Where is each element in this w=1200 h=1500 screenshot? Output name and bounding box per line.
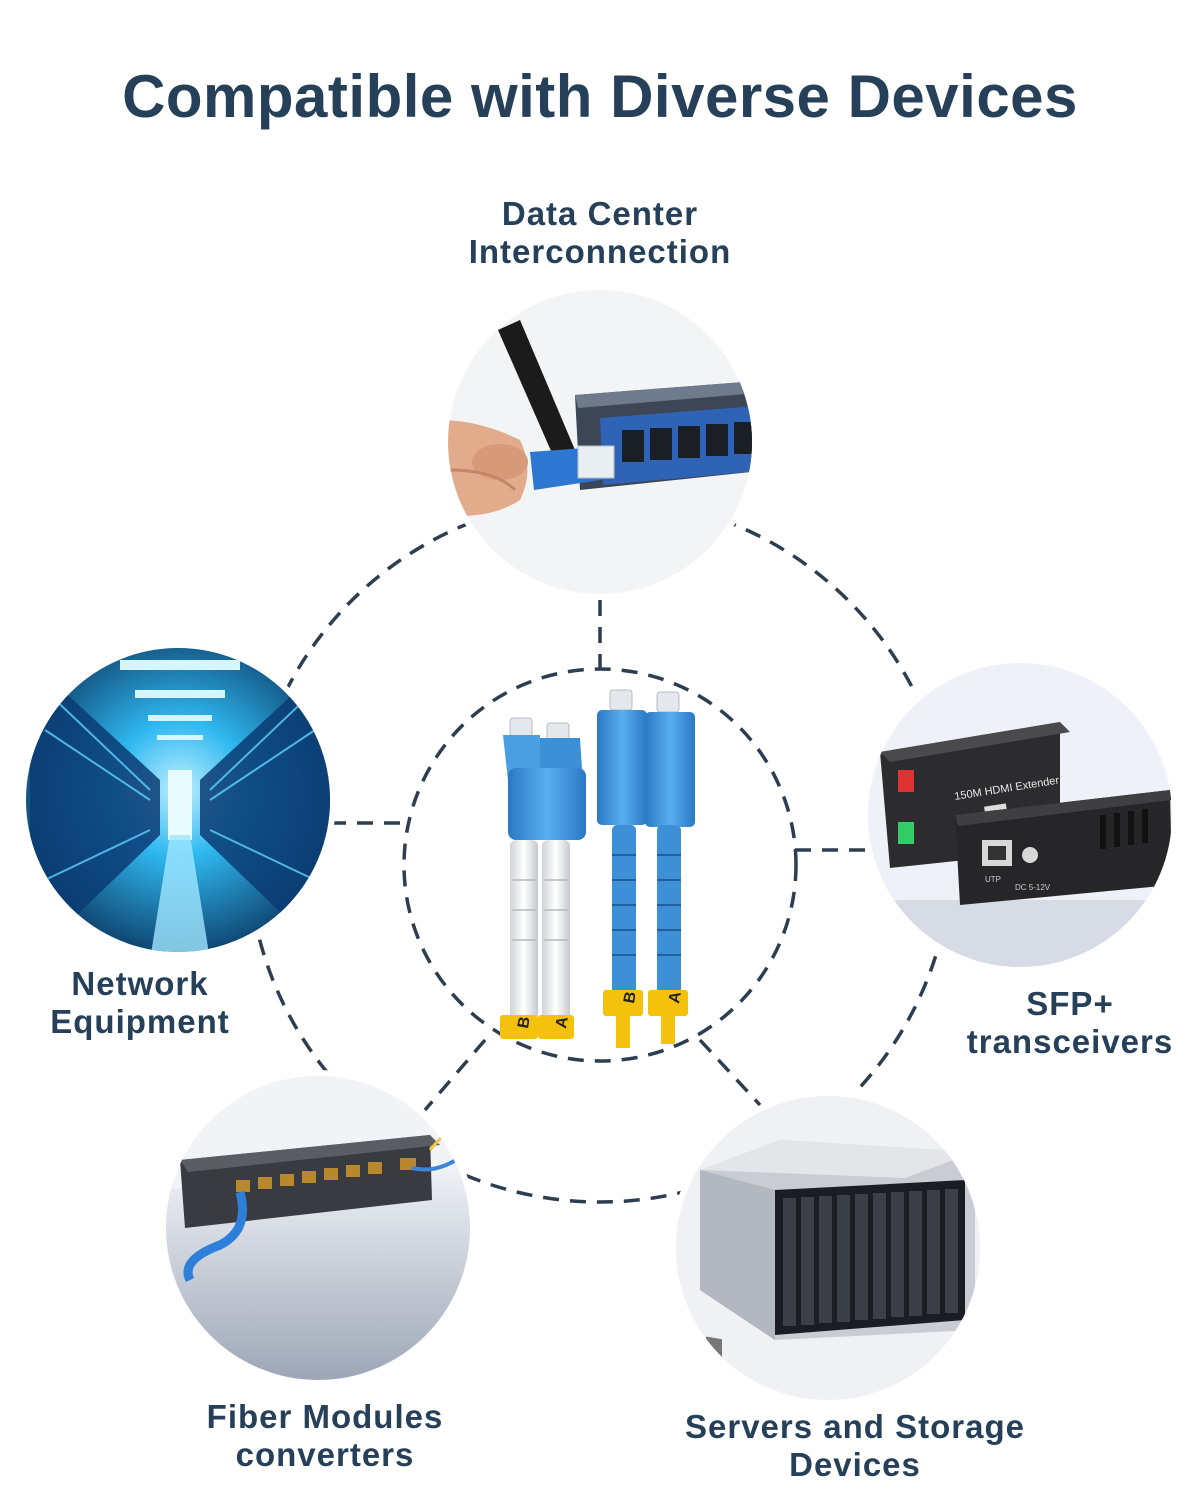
port-utp-label: UTP bbox=[985, 875, 1001, 884]
label-line: transceivers bbox=[966, 1023, 1174, 1060]
data-center-photo bbox=[26, 648, 330, 952]
lc-connector-pair: B A bbox=[500, 717, 586, 1039]
router-photo bbox=[448, 290, 752, 594]
sc-connector-pair: B A bbox=[597, 689, 695, 1048]
label-fiber-modules-converters: Fiber Modules converters bbox=[150, 1398, 500, 1474]
label-line: Servers and Storage bbox=[685, 1408, 1025, 1445]
page-title: Compatible with Diverse Devices bbox=[122, 63, 1078, 130]
label-network-equipment: Network Equipment bbox=[20, 965, 260, 1041]
label-line: Devices bbox=[789, 1446, 921, 1483]
connector-tag-b: B bbox=[621, 990, 640, 1004]
connector-tag-b: B bbox=[515, 1015, 534, 1029]
hdmi-extender-photo: 150M HDMI Extender TX UTP DC 5-12V bbox=[868, 663, 1172, 967]
connector-tag-a: A bbox=[666, 990, 685, 1005]
label-data-center-interconnection: Data Center Interconnection bbox=[400, 195, 800, 271]
label-servers-storage-devices: Servers and Storage Devices bbox=[640, 1408, 1070, 1484]
dashed-spokes bbox=[330, 600, 868, 1112]
port-dc-label: DC 5-12V bbox=[1015, 883, 1051, 892]
server-storage-photo bbox=[676, 1096, 980, 1400]
label-sfp-transceivers: SFP+ transceivers bbox=[940, 985, 1200, 1061]
network-switch-photo bbox=[166, 1076, 470, 1380]
fiber-connectors: B A bbox=[500, 689, 695, 1048]
label-line: Data Center bbox=[501, 195, 699, 232]
label-line: SFP+ bbox=[1026, 985, 1114, 1022]
label-line: Equipment bbox=[50, 1003, 230, 1040]
label-line: Network bbox=[71, 965, 209, 1002]
label-line: converters bbox=[235, 1436, 415, 1473]
label-line: Interconnection bbox=[468, 233, 732, 270]
connector-tag-a: A bbox=[553, 1015, 572, 1030]
label-line: Fiber Modules bbox=[206, 1398, 444, 1435]
inner-dashed-ring bbox=[402, 667, 798, 1063]
